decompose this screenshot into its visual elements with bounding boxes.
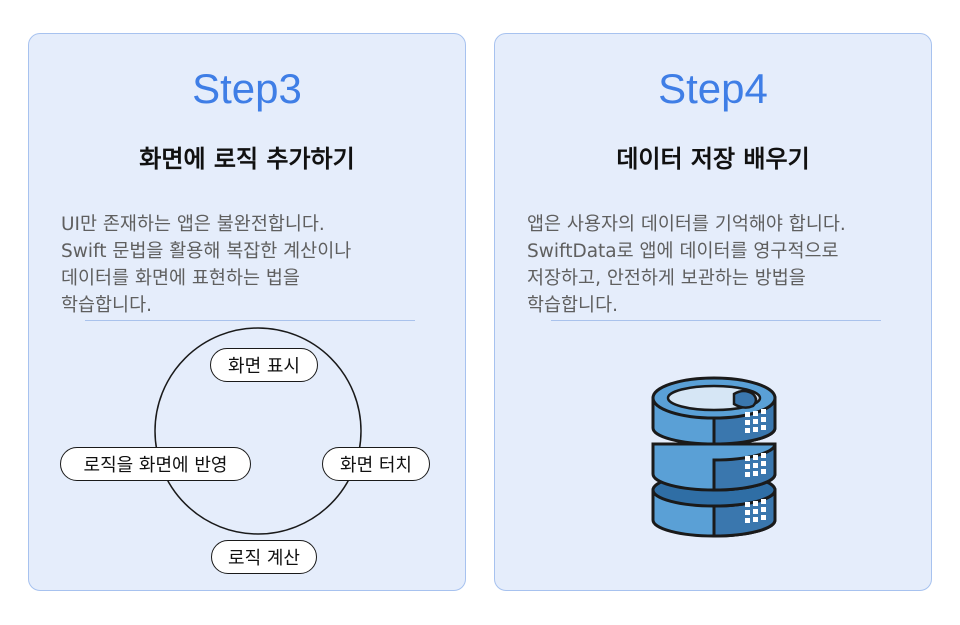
step-description: 앱은 사용자의 데이터를 기억해야 합니다. SwiftData로 앱에 데이터… — [527, 211, 927, 319]
step-subtitle: 화면에 로직 추가하기 — [139, 145, 355, 173]
description-line: 학습합니다. — [61, 295, 152, 316]
cycle-circle — [154, 327, 362, 535]
cycle-node-bottom: 로직 계산 — [211, 540, 317, 574]
cycle-node-top: 화면 표시 — [210, 348, 318, 382]
description-line: 데이터를 화면에 표현하는 법을 — [61, 268, 300, 289]
database-icon — [651, 376, 777, 538]
step3-card: Step3 화면에 로직 추가하기 UI만 존재하는 앱은 불완전합니다. Sw… — [28, 33, 466, 591]
description-line: UI만 존재하는 앱은 불완전합니다. — [61, 214, 325, 235]
cycle-node-left: 로직을 화면에 반영 — [60, 447, 251, 481]
divider — [551, 320, 881, 321]
description-line: 앱은 사용자의 데이터를 기억해야 합니다. — [527, 214, 846, 235]
divider — [85, 320, 415, 321]
description-line: 학습합니다. — [527, 295, 618, 316]
step-title: Step4 — [658, 65, 768, 112]
cycle-node-right: 화면 터치 — [322, 447, 430, 481]
description-line: SwiftData로 앱에 데이터를 영구적으로 — [527, 241, 839, 262]
description-line: Swift 문법을 활용해 복잡한 계산이나 — [61, 241, 352, 262]
step4-card: Step4 데이터 저장 배우기 앱은 사용자의 데이터를 기억해야 합니다. … — [494, 33, 932, 591]
description-line: 저장하고, 안전하게 보관하는 방법을 — [527, 268, 806, 289]
step-title: Step3 — [192, 65, 302, 112]
step-description: UI만 존재하는 앱은 불완전합니다. Swift 문법을 활용해 복잡한 계산… — [61, 211, 461, 319]
step-subtitle: 데이터 저장 배우기 — [616, 145, 810, 173]
